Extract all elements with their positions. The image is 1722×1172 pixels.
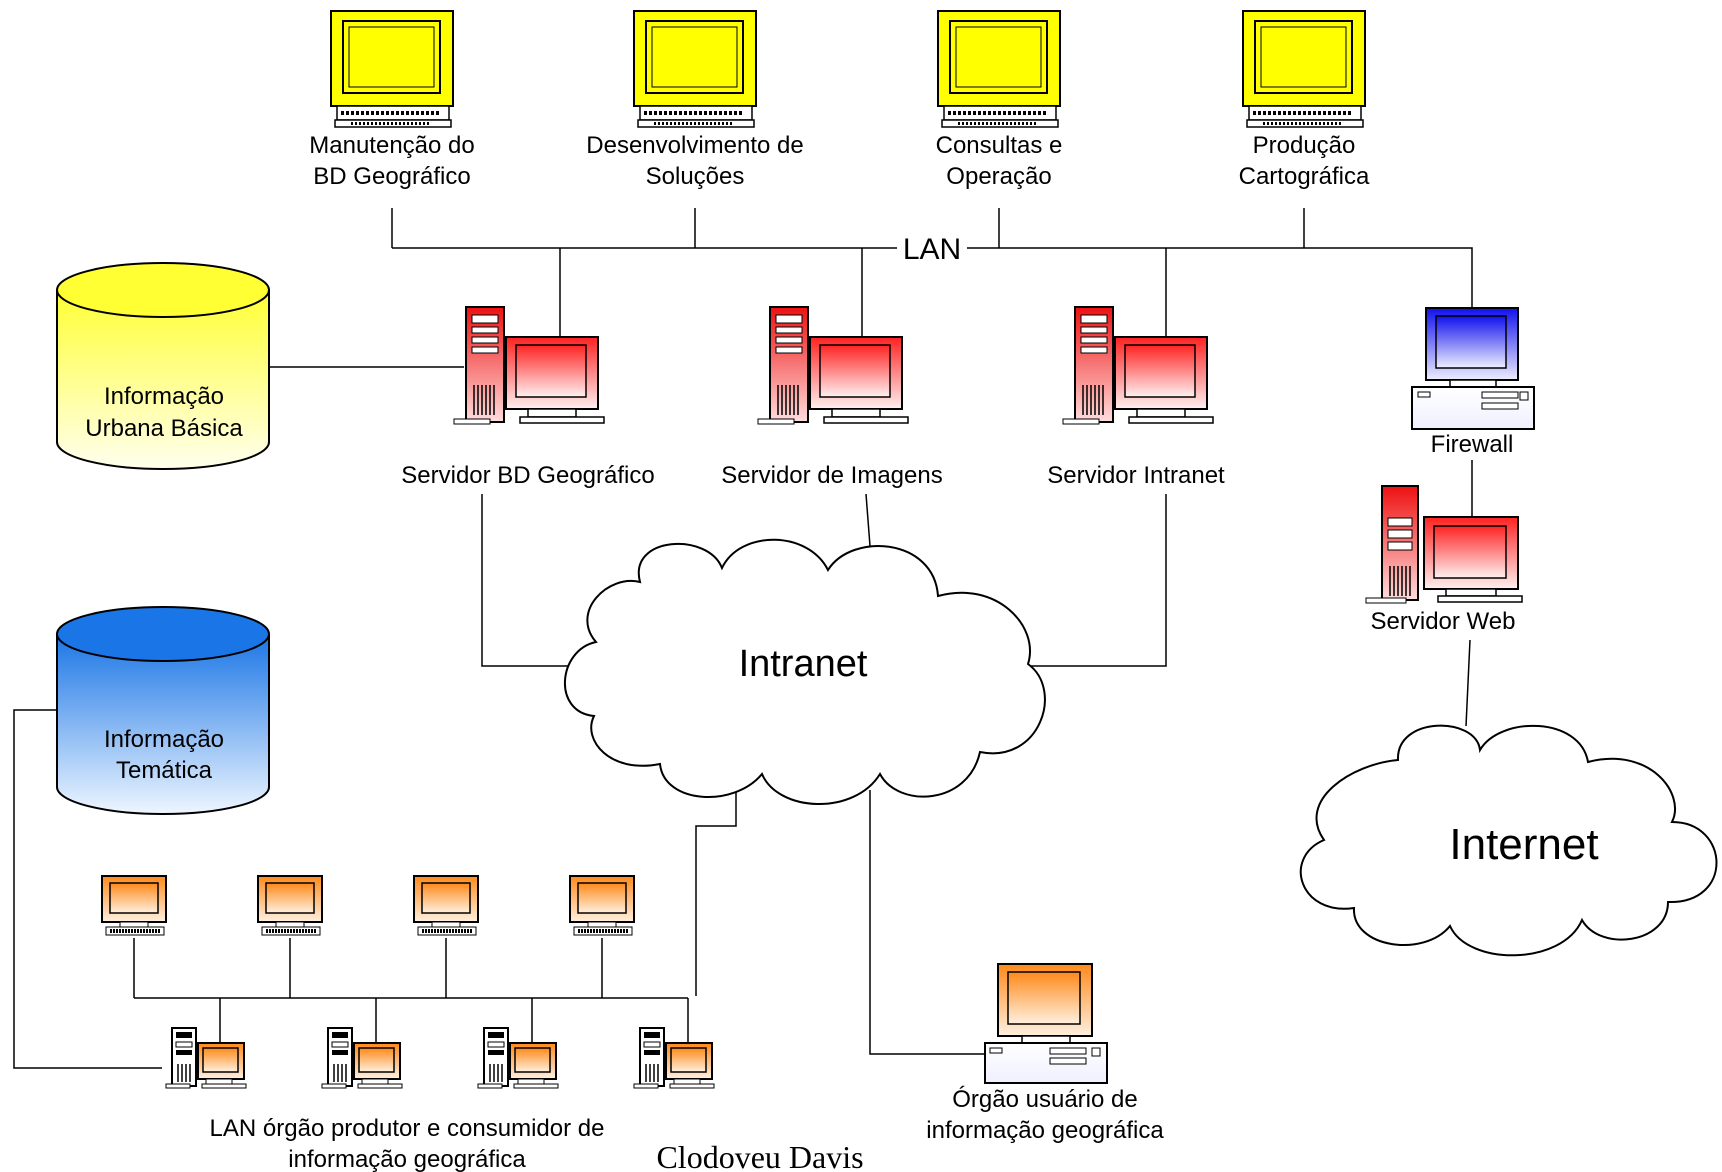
user-org-label-line1: Órgão usuário de: [952, 1086, 1137, 1113]
workstation-label-line1: Consultas e: [936, 132, 1063, 159]
user-org: Órgão usuário de informação geográfica: [926, 963, 1164, 1144]
server-intranet: Servidor Intranet: [1047, 306, 1225, 489]
computer-icon: [568, 874, 636, 937]
database-label-line1: Informação: [104, 726, 224, 753]
intranet-producer-lan-link: [695, 790, 737, 996]
web-server-label: Servidor Web: [1371, 608, 1516, 635]
lan-backbone: [392, 247, 1473, 308]
database-icon: [56, 290, 270, 470]
workstation-label-line1: Manutenção do: [309, 132, 474, 159]
computer-icon: [100, 874, 168, 937]
cloud-shape: [1299, 724, 1718, 957]
server-icon: [321, 1027, 403, 1089]
producer-lan: LAN órgão produtor e consumidor de infor…: [100, 874, 715, 1172]
server3-intranet-link: [1030, 494, 1167, 667]
cloud-shape: [564, 538, 1046, 805]
server-imagens: Servidor de Imagens: [721, 306, 943, 489]
server-icon: [165, 1027, 247, 1089]
producer-lan-drops-top: [133, 938, 603, 998]
server-icon: [757, 306, 909, 425]
intranet-cloud: Intranet: [564, 538, 1046, 805]
computer-icon: [984, 963, 1108, 1084]
database-label-line1: Informação: [104, 383, 224, 410]
computer-icon: [632, 9, 758, 129]
firewall-label: Firewall: [1431, 431, 1514, 458]
computer-icon: [1241, 9, 1367, 129]
firewall-icon: [1411, 307, 1535, 430]
intranet-userorg-link: [869, 790, 985, 1055]
server-label: Servidor BD Geográfico: [401, 462, 654, 489]
computer-icon: [256, 874, 324, 937]
producer-lan-label-line2: informação geográfica: [288, 1146, 526, 1172]
database-urbana: Informação Urbana Básica: [56, 262, 270, 470]
firewall: Firewall: [1411, 307, 1535, 458]
database-label-line2: Temática: [116, 757, 213, 784]
connection-lines: [13, 208, 1473, 1069]
webserver-internet-link: [1465, 639, 1471, 727]
server-icon: [477, 1027, 559, 1089]
server-icon: [1365, 485, 1523, 604]
computer-icon: [329, 9, 455, 129]
server2-intranet-link: [865, 493, 871, 547]
server-icon: [1062, 306, 1214, 425]
producer-lan-drops-bottom: [219, 998, 689, 1044]
workstation-label-line1: Produção: [1253, 132, 1356, 159]
intranet-label: Intranet: [739, 643, 868, 685]
server-icon: [633, 1027, 715, 1089]
db-thematic-link: [13, 709, 162, 1069]
workstation-consultas: Consultas e Operação: [936, 9, 1063, 190]
workstation-manutencao: Manutenção do BD Geográfico: [309, 9, 475, 190]
workstation-label-line2: Cartográfica: [1239, 163, 1370, 190]
server-bd-geografico: Servidor BD Geográfico: [401, 306, 655, 489]
workstation-label-line1: Desenvolvimento de: [586, 132, 803, 159]
database-label-line2: Urbana Básica: [85, 415, 243, 442]
server-label: Servidor Intranet: [1047, 462, 1225, 489]
internet-cloud: Internet: [1299, 724, 1718, 957]
workstation-label-line2: BD Geográfico: [313, 163, 470, 190]
internet-label: Internet: [1449, 820, 1598, 869]
producer-lan-label-line1: LAN órgão produtor e consumidor de: [210, 1115, 605, 1142]
database-tematica: Informação Temática: [56, 606, 270, 815]
author-credit: Clodoveu Davis: [656, 1139, 863, 1172]
web-server: Servidor Web: [1365, 485, 1523, 635]
workstation-producao: Produção Cartográfica: [1239, 9, 1370, 190]
workstation-label-line2: Soluções: [646, 163, 745, 190]
computer-icon: [412, 874, 480, 937]
server-icon: [453, 306, 605, 425]
computer-icon: [936, 9, 1062, 129]
user-org-label-line2: informação geográfica: [926, 1117, 1164, 1144]
workstation-label-line2: Operação: [946, 163, 1051, 190]
database-icon: [56, 634, 270, 815]
server1-intranet-link: [481, 494, 574, 667]
lan-label: LAN: [903, 233, 961, 266]
server-label: Servidor de Imagens: [721, 462, 942, 489]
workstation-desenvolvimento: Desenvolvimento de Soluções: [586, 9, 804, 190]
